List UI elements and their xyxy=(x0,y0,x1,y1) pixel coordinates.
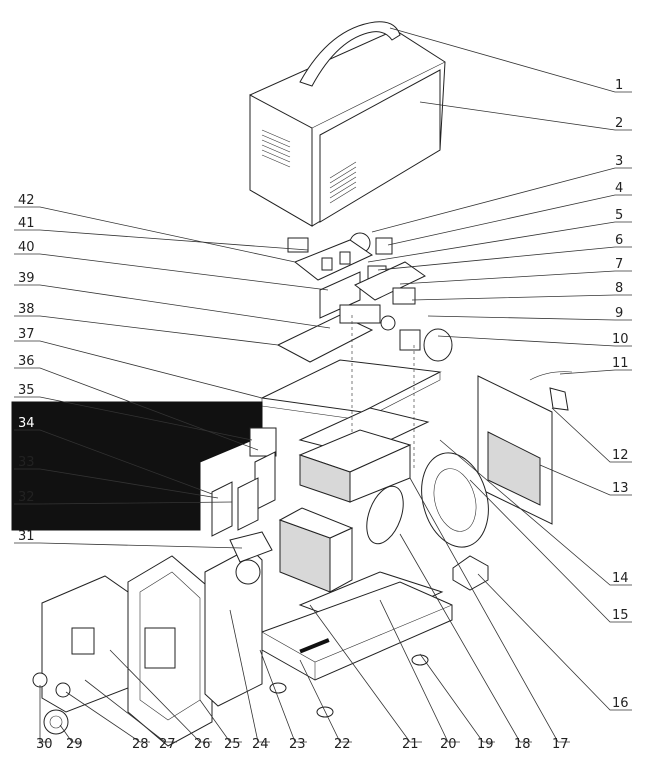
label-27: 27 xyxy=(159,737,176,752)
label-16: 16 xyxy=(612,696,629,711)
upper-components xyxy=(276,232,453,363)
label-25: 25 xyxy=(224,737,241,752)
label-42: 42 xyxy=(18,193,35,208)
label-40: 40 xyxy=(18,240,35,255)
label-20: 20 xyxy=(440,737,457,752)
label-26: 26 xyxy=(194,737,211,752)
label-37: 37 xyxy=(18,327,35,342)
inner-boards xyxy=(11,401,277,537)
label-41: 41 xyxy=(18,216,35,231)
chassis-assembly xyxy=(260,315,453,718)
label-12: 12 xyxy=(612,448,629,463)
label-11: 11 xyxy=(612,356,629,371)
label-33: 33 xyxy=(18,455,35,470)
label-32: 32 xyxy=(18,490,35,505)
part-labels: 1 2 3 4 5 6 7 8 9 10 11 12 13 14 15 16 1… xyxy=(18,78,629,752)
label-22: 22 xyxy=(334,737,351,752)
label-6: 6 xyxy=(615,233,623,248)
label-13: 13 xyxy=(612,481,629,496)
label-34: 34 xyxy=(18,416,35,431)
case-cover xyxy=(249,29,446,227)
rear-assembly xyxy=(421,371,573,591)
label-31: 31 xyxy=(18,529,35,544)
leader-lines-left xyxy=(14,206,331,549)
label-21: 21 xyxy=(402,737,419,752)
label-35: 35 xyxy=(18,383,35,398)
label-15: 15 xyxy=(612,608,629,623)
label-23: 23 xyxy=(289,737,306,752)
label-39: 39 xyxy=(18,271,35,286)
label-7: 7 xyxy=(615,257,623,272)
label-29: 29 xyxy=(66,737,83,752)
label-28: 28 xyxy=(132,737,149,752)
label-1: 1 xyxy=(615,78,623,93)
label-19: 19 xyxy=(477,737,494,752)
label-18: 18 xyxy=(514,737,531,752)
leader-lines xyxy=(39,27,632,743)
label-24: 24 xyxy=(252,737,269,752)
label-8: 8 xyxy=(615,281,623,296)
label-38: 38 xyxy=(18,302,35,317)
label-3: 3 xyxy=(615,154,623,169)
label-14: 14 xyxy=(612,571,629,586)
label-10: 10 xyxy=(612,332,629,347)
label-36: 36 xyxy=(18,354,35,369)
label-17: 17 xyxy=(552,737,569,752)
label-4: 4 xyxy=(615,181,623,196)
label-30: 30 xyxy=(36,737,53,752)
label-5: 5 xyxy=(615,208,623,223)
label-2: 2 xyxy=(615,116,623,131)
label-9: 9 xyxy=(615,306,623,321)
